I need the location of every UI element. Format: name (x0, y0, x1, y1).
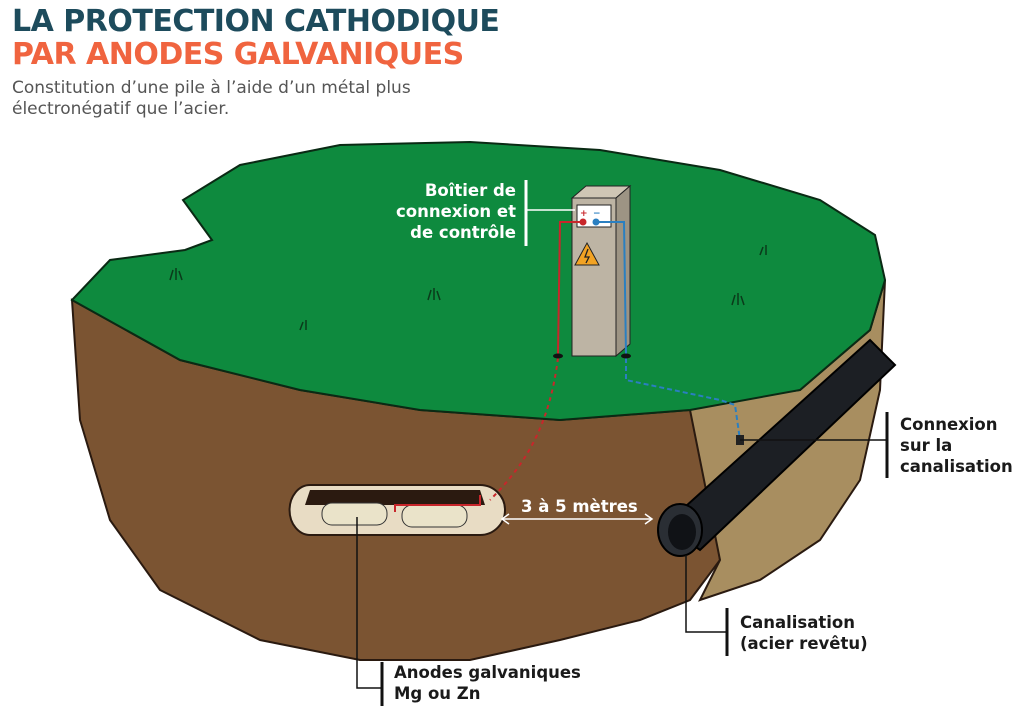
plus-terminal: + (580, 209, 588, 219)
connection-box: + − (570, 184, 632, 358)
distance-arrow (500, 513, 654, 525)
box-leader (524, 180, 575, 246)
pipe-leader (685, 555, 729, 656)
minus-terminal: − (593, 209, 601, 219)
anodes-label-line: Anodes galvaniques (394, 663, 581, 682)
connection-label-line: canalisation (900, 457, 1013, 476)
title-line-1: LA PROTECTION CATHODIQUE (12, 4, 500, 39)
distance-label: 3 à 5 mètres (521, 497, 638, 516)
positive-wire-underground (489, 357, 559, 501)
connection-label: Connexion sur la canalisation (900, 414, 1013, 477)
warning-icon (574, 241, 600, 266)
grass-tuft-icons (169, 245, 767, 331)
box-label-line: Boîtier de (424, 181, 516, 200)
anode-cylinders (321, 502, 468, 528)
pipe-label: Canalisation (acier revêtu) (740, 612, 868, 654)
box-label-line: connexion et (395, 202, 516, 221)
grass-surface (70, 140, 887, 422)
pipe-label-line: (acier revêtu) (740, 634, 868, 653)
connection-leader (740, 412, 889, 478)
negative-wire (625, 358, 741, 441)
box-label-line: de contrôle (410, 223, 516, 242)
connection-label-line: sur la (900, 436, 953, 455)
pipe-label-line: Canalisation (740, 613, 856, 632)
anodes-label: Anodes galvaniques Mg ou Zn (394, 662, 581, 704)
title-line-2: PAR ANODES GALVANIQUES (12, 37, 464, 72)
anode-leader (356, 517, 384, 706)
anodes-label-line: Mg ou Zn (394, 684, 481, 703)
anode-wire (394, 495, 481, 512)
subtitle: Constitution d’une pile à l’aide d’un mé… (12, 78, 411, 119)
box-label: Boîtier de connexion et de contrôle (380, 180, 516, 243)
connection-label-line: Connexion (900, 415, 998, 434)
